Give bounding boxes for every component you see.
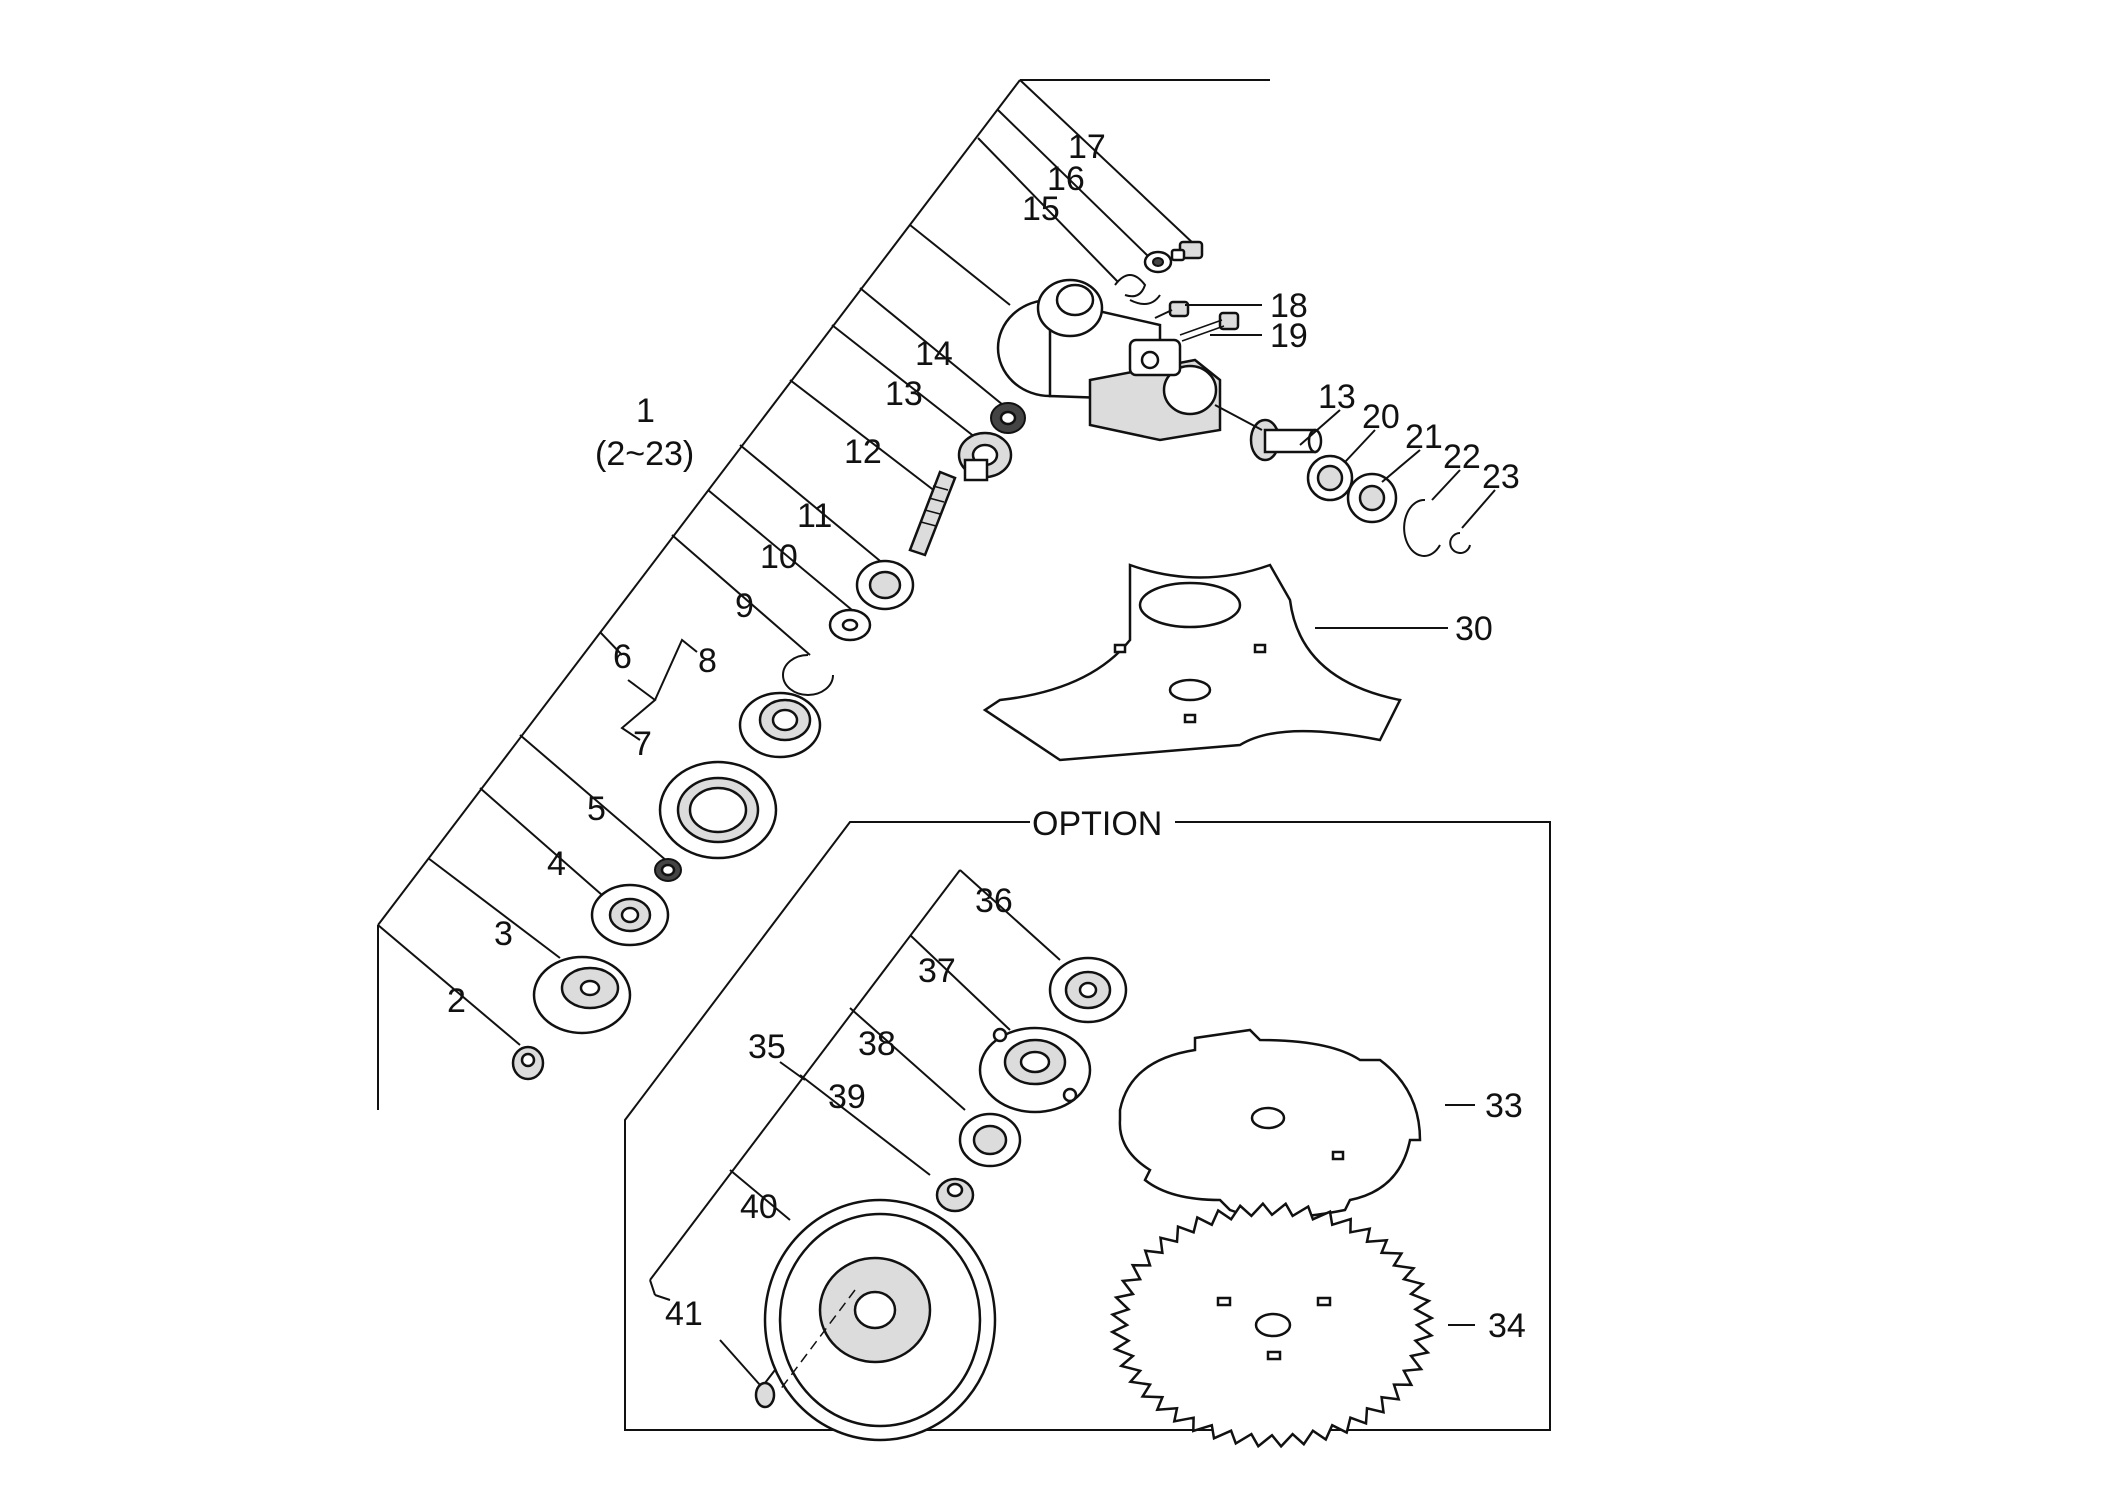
label-2: 2 xyxy=(447,982,466,1020)
label-brackets xyxy=(620,638,806,1301)
label-4: 4 xyxy=(547,845,566,883)
label-7: 7 xyxy=(633,725,652,763)
leader-lines-option xyxy=(649,869,1475,1386)
bolt-18 xyxy=(1154,300,1190,319)
bolt-19 xyxy=(1179,311,1240,342)
option-title: OPTION xyxy=(1032,805,1162,843)
snap-ring-23 xyxy=(1449,532,1471,554)
gear-shaft-13b xyxy=(1249,418,1323,462)
option-box xyxy=(624,821,1551,1431)
label-16: 16 xyxy=(1047,160,1085,198)
bearing-11 xyxy=(855,559,915,611)
label-13a: 13 xyxy=(885,375,923,413)
label-34: 34 xyxy=(1488,1307,1526,1345)
label-18: 18 xyxy=(1270,287,1308,325)
adapter-4 xyxy=(590,883,670,947)
holder-37 xyxy=(978,1026,1092,1114)
label-40: 40 xyxy=(740,1188,778,1226)
label-6: 6 xyxy=(613,638,632,676)
label-9: 9 xyxy=(735,587,754,625)
holder-8 xyxy=(738,691,822,759)
label-11: 11 xyxy=(797,497,832,535)
label-17: 17 xyxy=(1068,128,1106,166)
label-1-range: (2~23) xyxy=(595,435,694,473)
label-41: 41 xyxy=(665,1295,703,1333)
cup-3 xyxy=(532,955,632,1035)
label-33: 33 xyxy=(1485,1087,1523,1125)
blade-30 xyxy=(982,563,1448,762)
bearing-21 xyxy=(1346,472,1398,524)
blade-33 xyxy=(1118,1028,1422,1219)
label-21: 21 xyxy=(1405,418,1443,456)
label-10: 10 xyxy=(760,538,798,576)
gear-13a xyxy=(957,431,1013,482)
washer-16 xyxy=(1143,250,1173,274)
label-13b: 13 xyxy=(1318,378,1356,416)
label-20: 20 xyxy=(1362,398,1400,436)
snap-ring-22 xyxy=(1403,498,1441,557)
label-35: 35 xyxy=(748,1028,786,1066)
nut-2 xyxy=(511,1045,545,1081)
bearing-14 xyxy=(990,402,1026,434)
bolt-17 xyxy=(1170,240,1204,262)
washer-5 xyxy=(654,858,682,882)
leader-lines-main xyxy=(377,79,1196,1046)
cover-7 xyxy=(658,760,778,860)
bearing-38 xyxy=(958,1112,1022,1168)
part-labels: 1 (2~23) 2 3 4 5 6 7 8 9 10 11 12 13 14 … xyxy=(447,128,1526,1345)
label-1: 1 xyxy=(636,392,655,430)
leader-lines-right-cluster xyxy=(1185,304,1496,529)
label-38: 38 xyxy=(858,1025,896,1063)
label-12: 12 xyxy=(844,433,882,471)
label-19: 19 xyxy=(1270,317,1308,355)
cover-36 xyxy=(1048,956,1128,1024)
label-30: 30 xyxy=(1455,610,1493,648)
spindle-12 xyxy=(908,470,957,557)
gear-case-housing xyxy=(996,278,1222,442)
assembly-bracket xyxy=(377,79,1270,1110)
label-39: 39 xyxy=(828,1078,866,1116)
label-15: 15 xyxy=(1022,190,1060,228)
screw-41 xyxy=(754,1369,776,1409)
saw-blade-34 xyxy=(1109,1201,1435,1449)
label-37: 37 xyxy=(918,952,956,990)
disc-40 xyxy=(763,1198,997,1442)
nut-39 xyxy=(935,1177,975,1213)
label-3: 3 xyxy=(494,915,513,953)
label-36: 36 xyxy=(975,882,1013,920)
label-5: 5 xyxy=(587,790,606,828)
clip-15 xyxy=(1114,274,1161,305)
label-23: 23 xyxy=(1482,458,1520,496)
label-14: 14 xyxy=(915,335,953,373)
snap-ring-9 xyxy=(782,654,834,696)
label-22: 22 xyxy=(1443,438,1481,476)
bearing-20 xyxy=(1306,454,1354,502)
label-8: 8 xyxy=(698,642,717,680)
plate-10 xyxy=(828,608,872,642)
